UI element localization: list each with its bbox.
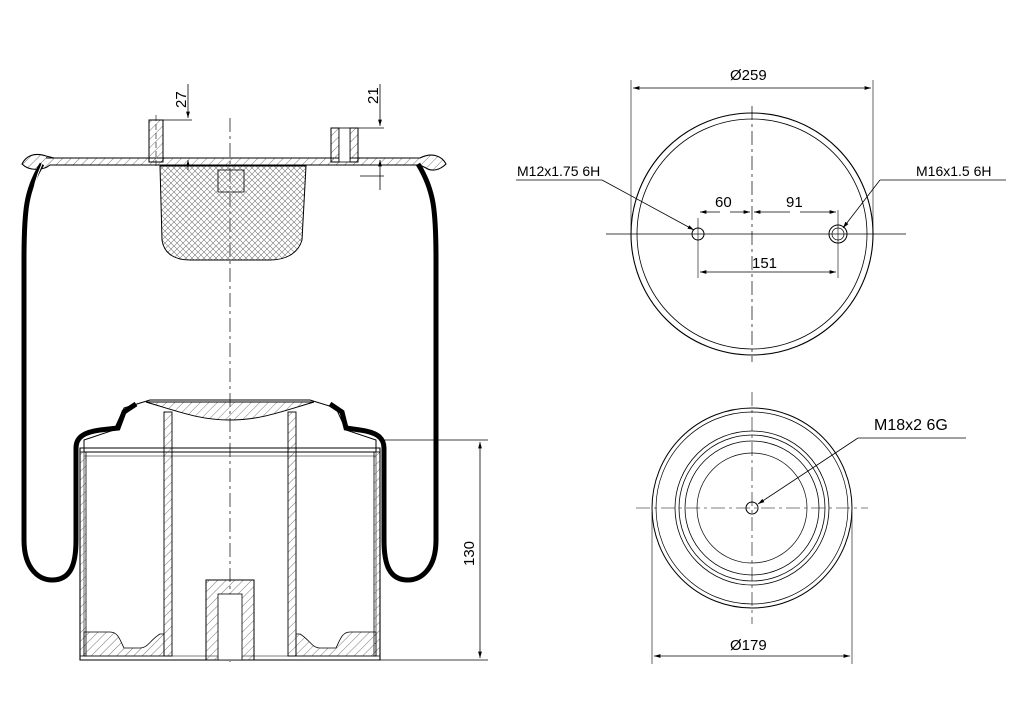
dim-151: 151 — [700, 255, 836, 274]
bellows-left — [21, 162, 138, 583]
dim-d179-label: Ø179 — [730, 637, 767, 654]
dim-27: 27 — [163, 84, 192, 170]
thread-m12-label: M12x1.75 6H — [517, 163, 600, 179]
callout-m16: M16x1.5 6H — [842, 163, 1006, 229]
dim-60-91: 60 91 — [700, 194, 836, 214]
callout-m18: M18x2 6G — [757, 417, 966, 505]
dim-27-label: 27 — [173, 91, 190, 108]
top-view: Ø259 60 91 151 M12x1.75 6H M16x1.5 6H — [516, 67, 1006, 362]
dim-21-label: 21 — [365, 87, 382, 104]
bottom-outer-circle — [651, 407, 853, 609]
dim-d259: Ø259 — [630, 67, 874, 230]
dim-21: 21 — [358, 84, 384, 190]
bellows-right — [328, 162, 439, 583]
dim-130: 130 — [380, 439, 488, 661]
bottom-view: M18x2 6G Ø179 — [636, 392, 966, 664]
dim-151-label: 151 — [752, 255, 777, 272]
dim-91-label: 91 — [786, 194, 803, 211]
right-nut — [330, 127, 359, 163]
bumper — [159, 165, 307, 261]
left-stud — [148, 115, 164, 167]
dim-d259-label: Ø259 — [730, 67, 767, 84]
dim-60-label: 60 — [715, 194, 732, 211]
piston — [79, 399, 381, 661]
callout-m12: M12x1.75 6H — [516, 163, 695, 231]
dim-130-label: 130 — [461, 541, 478, 566]
side-section-view: 27 21 130 — [21, 84, 488, 662]
thread-m18-label: M18x2 6G — [874, 417, 948, 434]
thread-m16-label: M16x1.5 6H — [916, 163, 991, 179]
dim-d179: Ø179 — [651, 512, 853, 664]
